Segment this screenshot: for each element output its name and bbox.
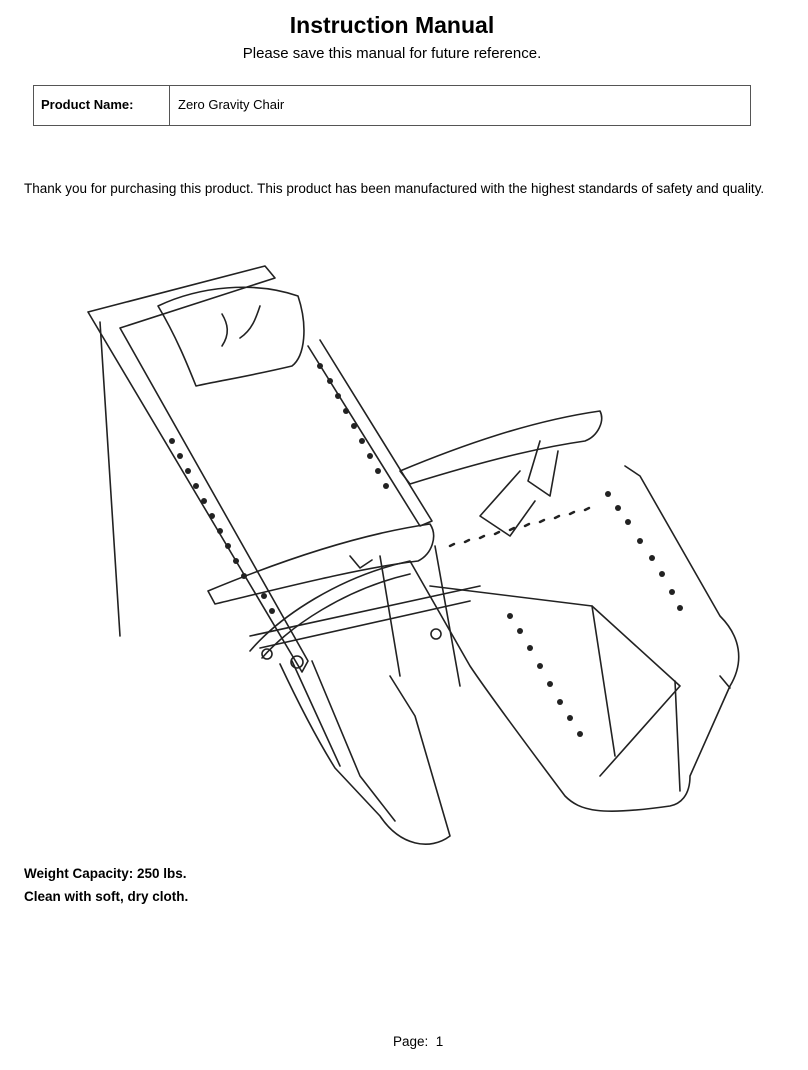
page-title: Instruction Manual <box>289 12 495 38</box>
page-subtitle: Please save this manual for future refer… <box>242 45 542 62</box>
specs: Weight Capacity: 250 lbs. Clean with sof… <box>24 862 188 908</box>
chair-icon <box>87 265 740 845</box>
chair-illustration <box>80 256 750 861</box>
care-instructions: Clean with soft, dry cloth. <box>24 889 189 904</box>
page-number: Page: 1 <box>393 1034 444 1049</box>
intro-paragraph: Thank you for purchasing this product. T… <box>24 181 765 196</box>
weight-capacity: Weight Capacity: 250 lbs. <box>24 866 187 881</box>
product-name-value: Zero Gravity Chair <box>178 97 285 112</box>
product-info-table: Product Name: Zero Gravity Chair <box>33 85 751 126</box>
product-name-label: Product Name: <box>34 86 170 125</box>
